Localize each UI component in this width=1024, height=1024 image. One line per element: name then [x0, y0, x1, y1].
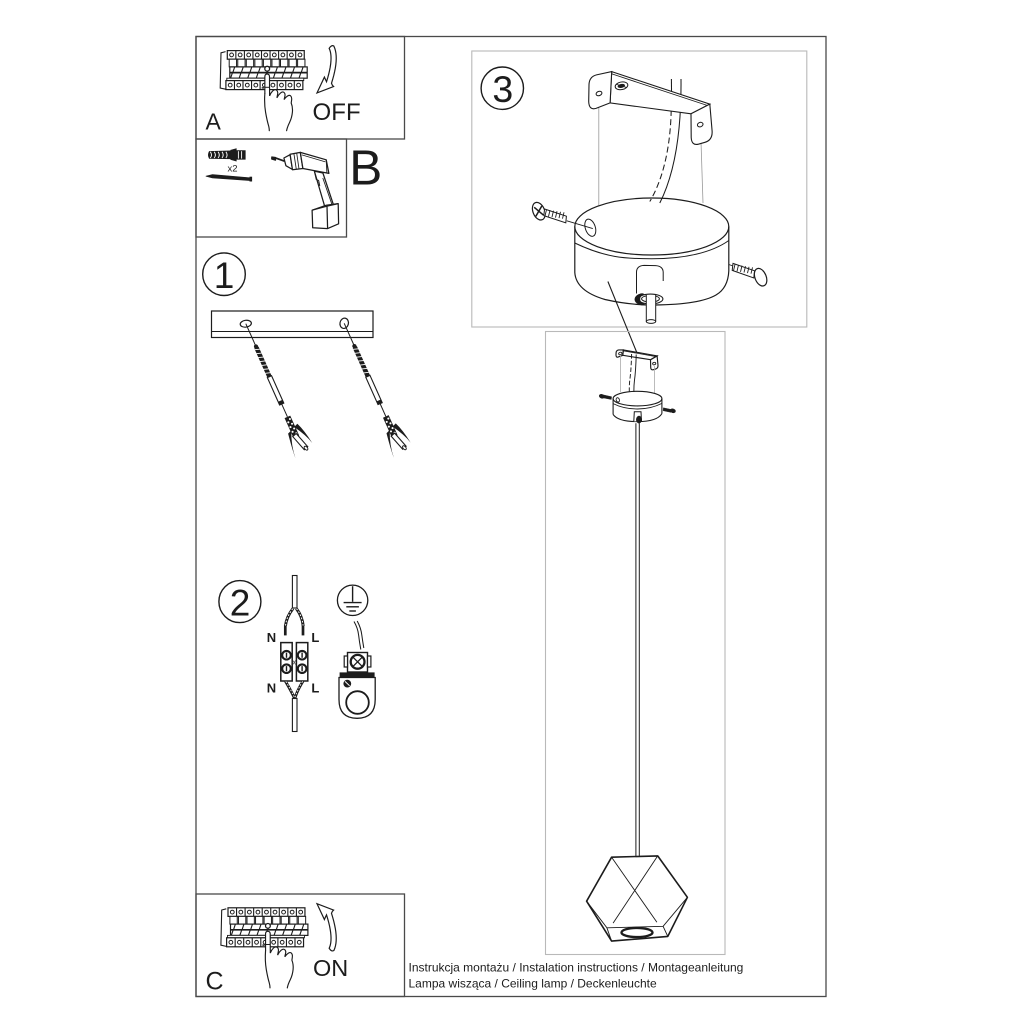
svg-text:1: 1	[214, 255, 235, 296]
svg-text:Lampa wisząca / Ceiling lamp /: Lampa wisząca / Ceiling lamp / Deckenleu…	[409, 977, 657, 991]
svg-text:B: B	[349, 141, 382, 196]
svg-text:x: x	[292, 660, 296, 667]
svg-text:N: N	[267, 630, 276, 645]
svg-text:OFF: OFF	[313, 99, 361, 126]
svg-text:L: L	[311, 681, 319, 696]
svg-text:3: 3	[492, 68, 513, 110]
svg-text:C: C	[206, 968, 224, 996]
svg-text:2: 2	[230, 583, 251, 624]
svg-text:x2: x2	[228, 164, 238, 175]
svg-text:ON: ON	[313, 955, 348, 981]
svg-text:L: L	[311, 630, 319, 645]
svg-text:A: A	[206, 109, 222, 135]
svg-text:Instrukcja montażu / Instalati: Instrukcja montażu / Instalation instruc…	[409, 961, 744, 975]
svg-text:N: N	[267, 681, 276, 696]
